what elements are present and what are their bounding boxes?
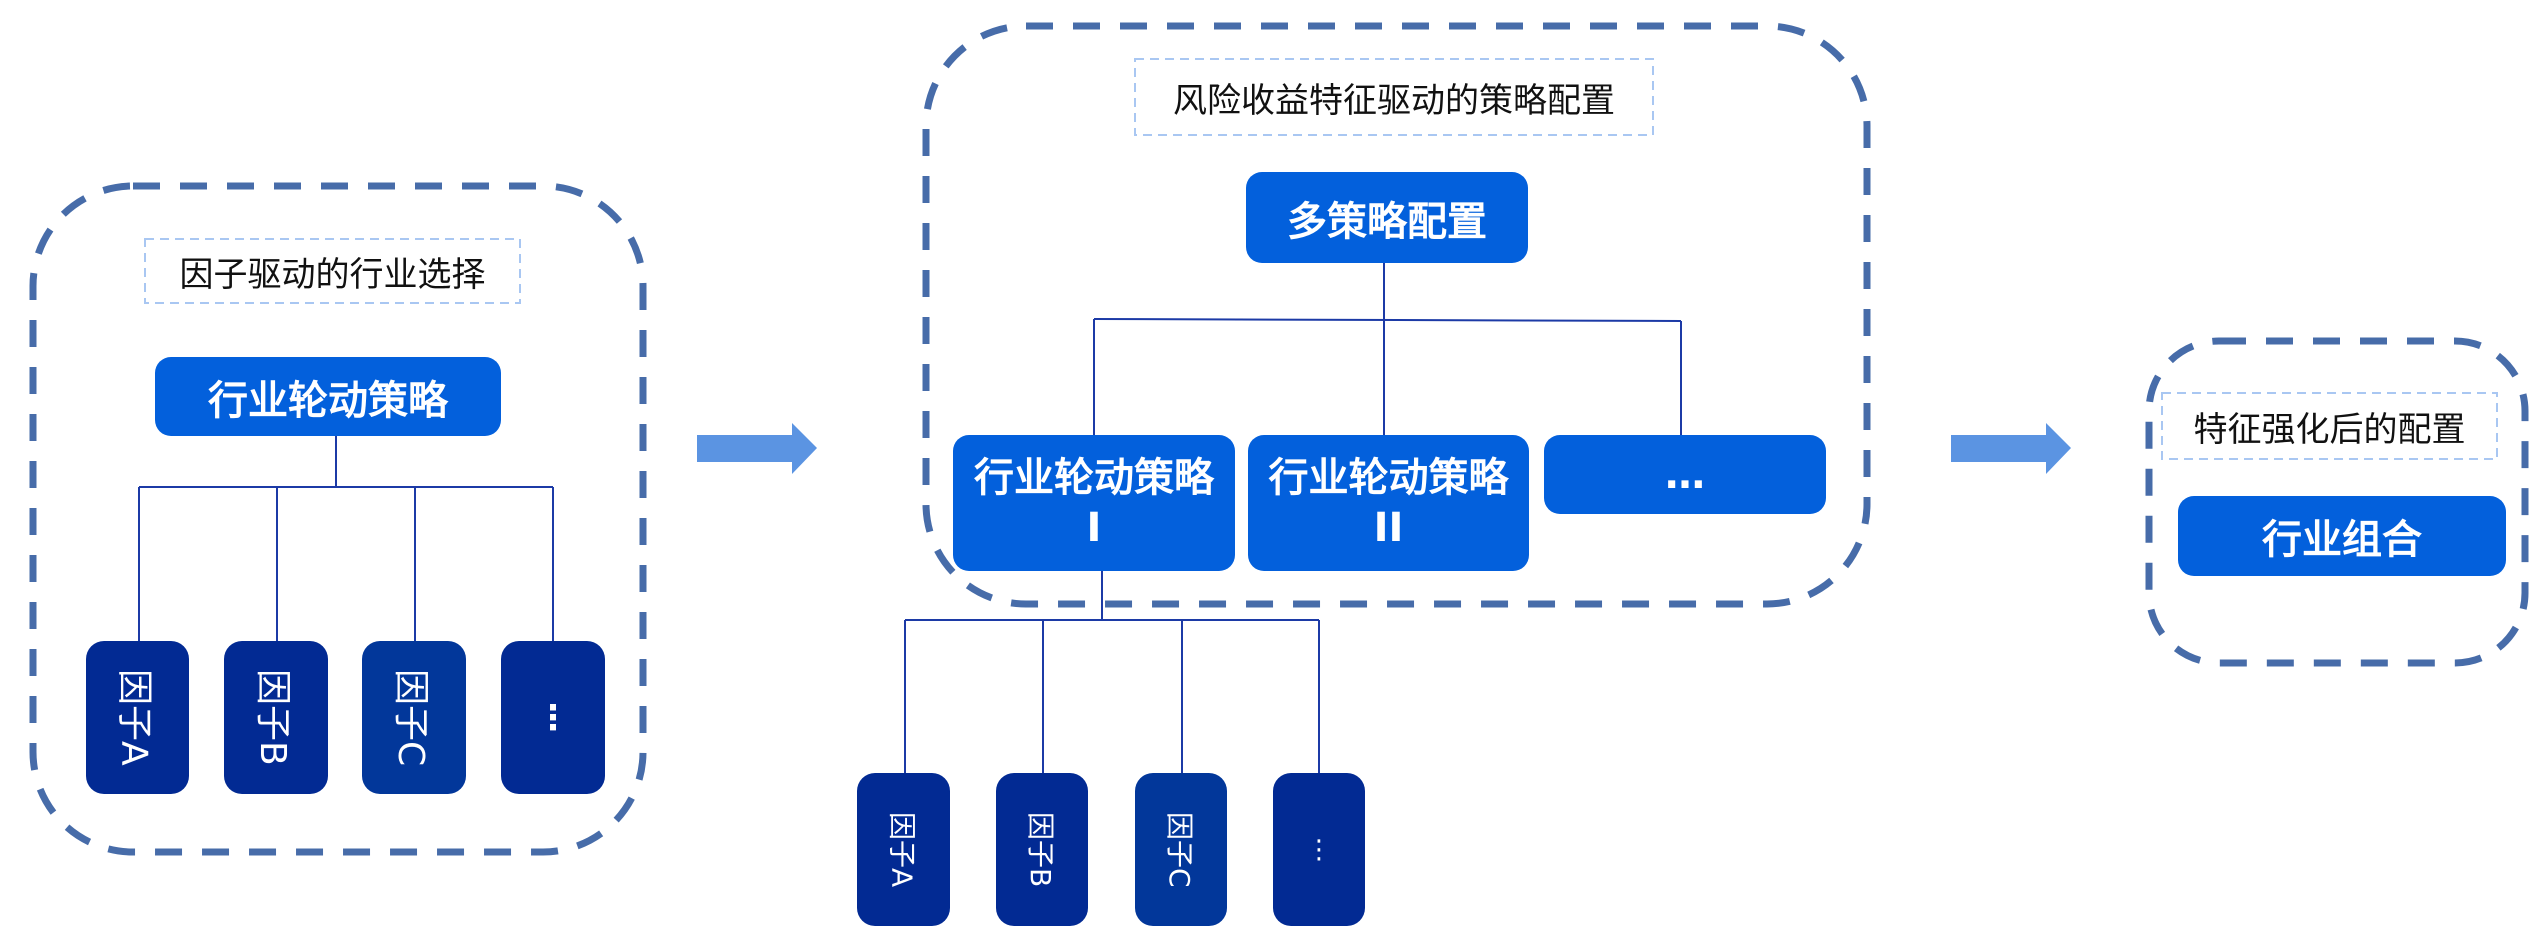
factor-label: 因子A [113,669,155,766]
connectors-factor-driven [138,436,554,641]
node-multi-strategy-config: 多策略配置 [1246,172,1528,263]
node-sub-factor-more: ⋮ [1273,773,1365,926]
node-sub-factor-a: 因子A [857,773,950,926]
node-strategy-2: 行业轮动策略II [1248,435,1529,571]
node-sub-factor-c: 因子C [1135,773,1227,926]
factor-label: 因子B [252,669,293,766]
node-industry-rotation-strategy: 行业轮动策略 [155,357,501,436]
node-strategy-1: 行业轮动策略I [953,435,1235,571]
factor-label: 因子C [390,668,431,767]
ellipsis-label: ⋮ [1306,834,1332,865]
factor-label: 因子A [885,811,919,888]
panel-title-factor-driven: 因子驱动的行业选择 [179,254,486,295]
node-factor-c: 因子C [362,641,466,794]
node-industry-portfolio: 行业组合 [2178,496,2506,576]
factor-label: 因子B [1024,811,1057,888]
factor-label: 因子C [1163,811,1196,888]
node-factor-a: 因子A [86,641,189,794]
arrow-right-icon [1951,423,2071,474]
node-factor-b: 因子B [224,641,328,794]
node-sub-factor-b: 因子B [996,773,1088,926]
panel-title-risk-return: 风险收益特征驱动的策略配置 [1173,80,1615,121]
ellipsis-label: ⋮ [536,697,570,738]
node-factor-more: ⋮ [501,641,605,794]
panel-title-enhanced: 特征强化后的配置 [2193,409,2466,450]
node-strategy-more: … [1544,435,1826,514]
arrow-right-icon [697,423,817,474]
